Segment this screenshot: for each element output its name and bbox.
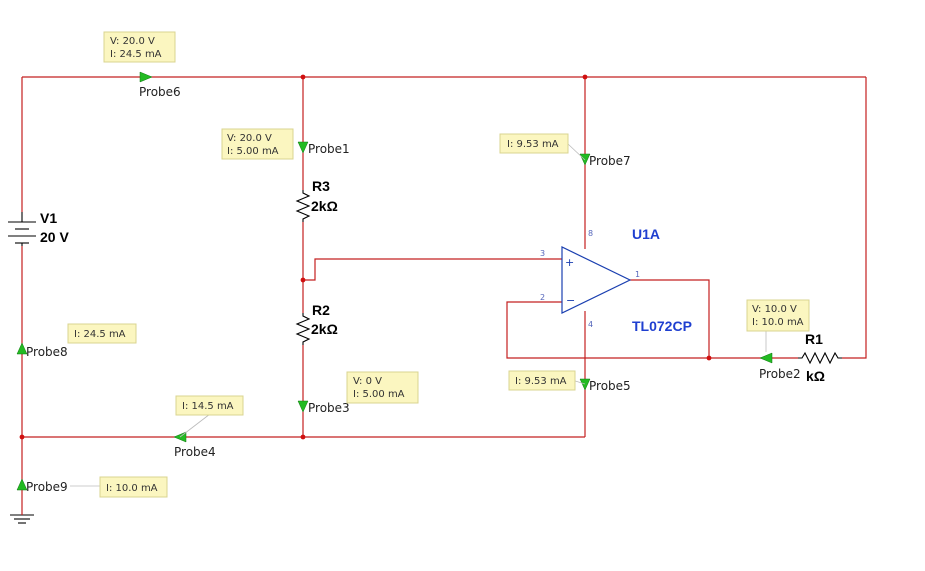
probe2-readout: V: 10.0 V I: 10.0 mA <box>746 299 810 352</box>
r2-value: 2kΩ <box>311 321 338 337</box>
probe-arrow-icon[interactable] <box>759 352 773 364</box>
probe5-label: Probe5 <box>589 379 631 393</box>
wire-output[interactable] <box>630 279 710 358</box>
resistor-r1[interactable]: R1 kΩ <box>798 331 842 384</box>
wire-feedback[interactable] <box>506 301 798 359</box>
junction-node <box>300 74 306 80</box>
probe1-readout: V: 20.0 V I: 5.00 mA <box>221 128 294 160</box>
probe6-readout: V: 20.0 V I: 24.5 mA <box>103 31 176 63</box>
probe-arrow-icon[interactable] <box>139 71 153 83</box>
r1-name: R1 <box>805 331 823 347</box>
probe6[interactable]: Probe6 <box>139 71 181 99</box>
probe-arrow-icon[interactable] <box>579 378 591 391</box>
wires <box>21 76 867 503</box>
probe4[interactable]: Probe4 <box>173 431 216 459</box>
r1-value: kΩ <box>806 368 825 384</box>
probe6-voltage: V: 20.0 V <box>110 36 155 47</box>
probe7[interactable]: Probe7 <box>579 153 631 168</box>
probe8[interactable]: Probe8 <box>16 342 68 359</box>
v1-value: 20 V <box>40 229 69 245</box>
resistor-r3[interactable]: R3 2kΩ <box>295 178 338 222</box>
wire-noninverting-input[interactable] <box>303 258 562 281</box>
probe3[interactable]: Probe3 <box>297 400 350 415</box>
pin-8-label: 8 <box>588 229 593 238</box>
junction-node <box>582 74 588 80</box>
probe2-label: Probe2 <box>759 367 801 381</box>
pin-3-label: 3 <box>540 249 545 258</box>
probe8-label: Probe8 <box>26 345 68 359</box>
probe7-label: Probe7 <box>589 154 631 168</box>
probe9[interactable]: Probe9 <box>16 478 68 494</box>
battery-v1[interactable]: V1 20 V <box>8 210 69 246</box>
probe-arrow-icon[interactable] <box>16 478 28 491</box>
probe7-current: I: 9.53 mA <box>507 139 559 150</box>
pin-4-label: 4 <box>588 320 593 329</box>
r2-name: R2 <box>312 302 330 318</box>
ground-icon <box>10 503 34 524</box>
junction-node <box>300 277 306 283</box>
junctions <box>19 74 712 440</box>
junction-node <box>300 434 306 440</box>
probe8-current: I: 24.5 mA <box>74 329 126 340</box>
probe5[interactable]: Probe5 <box>579 378 631 393</box>
pin-2-label: 2 <box>540 293 545 302</box>
probe3-readout: V: 0 V I: 5.00 mA <box>346 371 419 404</box>
probe2-voltage: V: 10.0 V <box>752 304 797 315</box>
probe3-label: Probe3 <box>308 401 350 415</box>
probe3-current: I: 5.00 mA <box>353 389 405 400</box>
probe-arrow-icon[interactable] <box>16 342 28 355</box>
v1-name: V1 <box>40 210 57 226</box>
probe1[interactable]: Probe1 <box>297 141 350 156</box>
r3-value: 2kΩ <box>311 198 338 214</box>
probe4-readout: I: 14.5 mA <box>175 395 244 438</box>
opamp-name: U1A <box>632 226 660 242</box>
opamp-u1a[interactable]: + − 3 2 1 8 4 U1A TL072CP <box>540 226 692 334</box>
opamp-triangle[interactable] <box>561 246 632 314</box>
probe3-voltage: V: 0 V <box>353 376 382 387</box>
probe6-label: Probe6 <box>139 85 181 99</box>
junction-node <box>706 355 712 361</box>
probe1-voltage: V: 20.0 V <box>227 133 272 144</box>
probe9-current: I: 10.0 mA <box>106 483 158 494</box>
probe1-label: Probe1 <box>308 142 350 156</box>
probe6-current: I: 24.5 mA <box>110 49 162 60</box>
probe9-label: Probe9 <box>26 480 68 494</box>
probe5-readout: I: 9.53 mA <box>508 370 586 391</box>
wire-r1-right-rail[interactable] <box>842 77 867 359</box>
probe9-readout: I: 10.0 mA <box>70 476 168 498</box>
probe8-readout: I: 24.5 mA <box>67 323 137 344</box>
plus-input-sign: + <box>565 256 574 269</box>
probe2-current: I: 10.0 mA <box>752 317 804 328</box>
probe-arrow-icon[interactable] <box>297 141 309 154</box>
resistor-r2[interactable]: R2 2kΩ <box>295 302 338 345</box>
minus-input-sign: − <box>566 294 575 307</box>
r3-name: R3 <box>312 178 330 194</box>
probe2[interactable]: Probe2 <box>759 352 801 381</box>
opamp-model: TL072CP <box>632 318 692 334</box>
junction-node <box>19 434 25 440</box>
probe7-readout: I: 9.53 mA <box>499 133 586 161</box>
probe5-current: I: 9.53 mA <box>515 376 567 387</box>
pin-1-label: 1 <box>635 270 640 279</box>
probe4-label: Probe4 <box>174 445 216 459</box>
probe-arrow-icon[interactable] <box>297 400 309 413</box>
probe1-current: I: 5.00 mA <box>227 146 279 157</box>
probe4-current: I: 14.5 mA <box>182 401 234 412</box>
